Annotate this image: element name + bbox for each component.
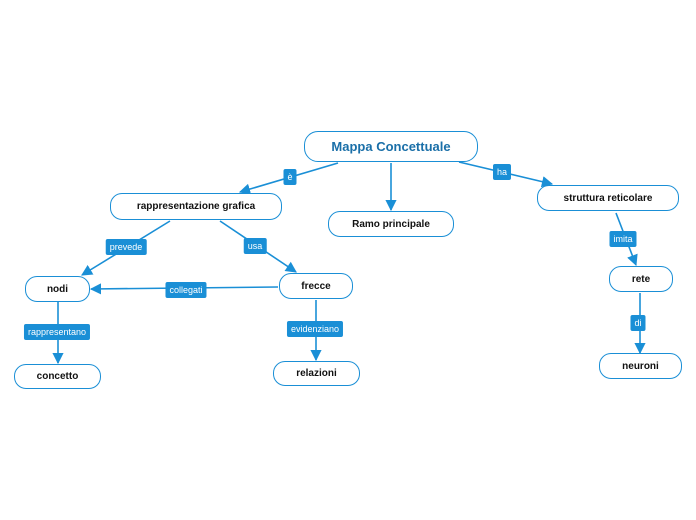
node-concetto[interactable]: concetto [14, 364, 101, 389]
link-label-rappresentano: rappresentano [23, 324, 91, 340]
node-frecce[interactable]: frecce [279, 273, 353, 299]
node-relazioni[interactable]: relazioni [273, 361, 360, 386]
node-rete[interactable]: rete [609, 266, 673, 292]
link-label-evidenziano: evidenziano [286, 321, 344, 337]
node-ramo-principale[interactable]: Ramo principale [328, 211, 454, 237]
link-label-ha: ha [492, 164, 512, 180]
link-label-imita: imita [609, 231, 637, 247]
node-nodi[interactable]: nodi [25, 276, 90, 302]
link-label-e: è [283, 169, 297, 185]
link-label-prevede: prevede [105, 239, 147, 255]
node-struttura-reticolare[interactable]: struttura reticolare [537, 185, 679, 211]
node-rappresentazione-grafica[interactable]: rappresentazione grafica [110, 193, 282, 220]
link-label-collegati: collegati [165, 282, 207, 298]
node-mappa-concettuale[interactable]: Mappa Concettuale [304, 131, 478, 162]
link-label-di: di [630, 315, 646, 331]
node-neuroni[interactable]: neuroni [599, 353, 682, 379]
link-label-usa: usa [243, 238, 267, 254]
